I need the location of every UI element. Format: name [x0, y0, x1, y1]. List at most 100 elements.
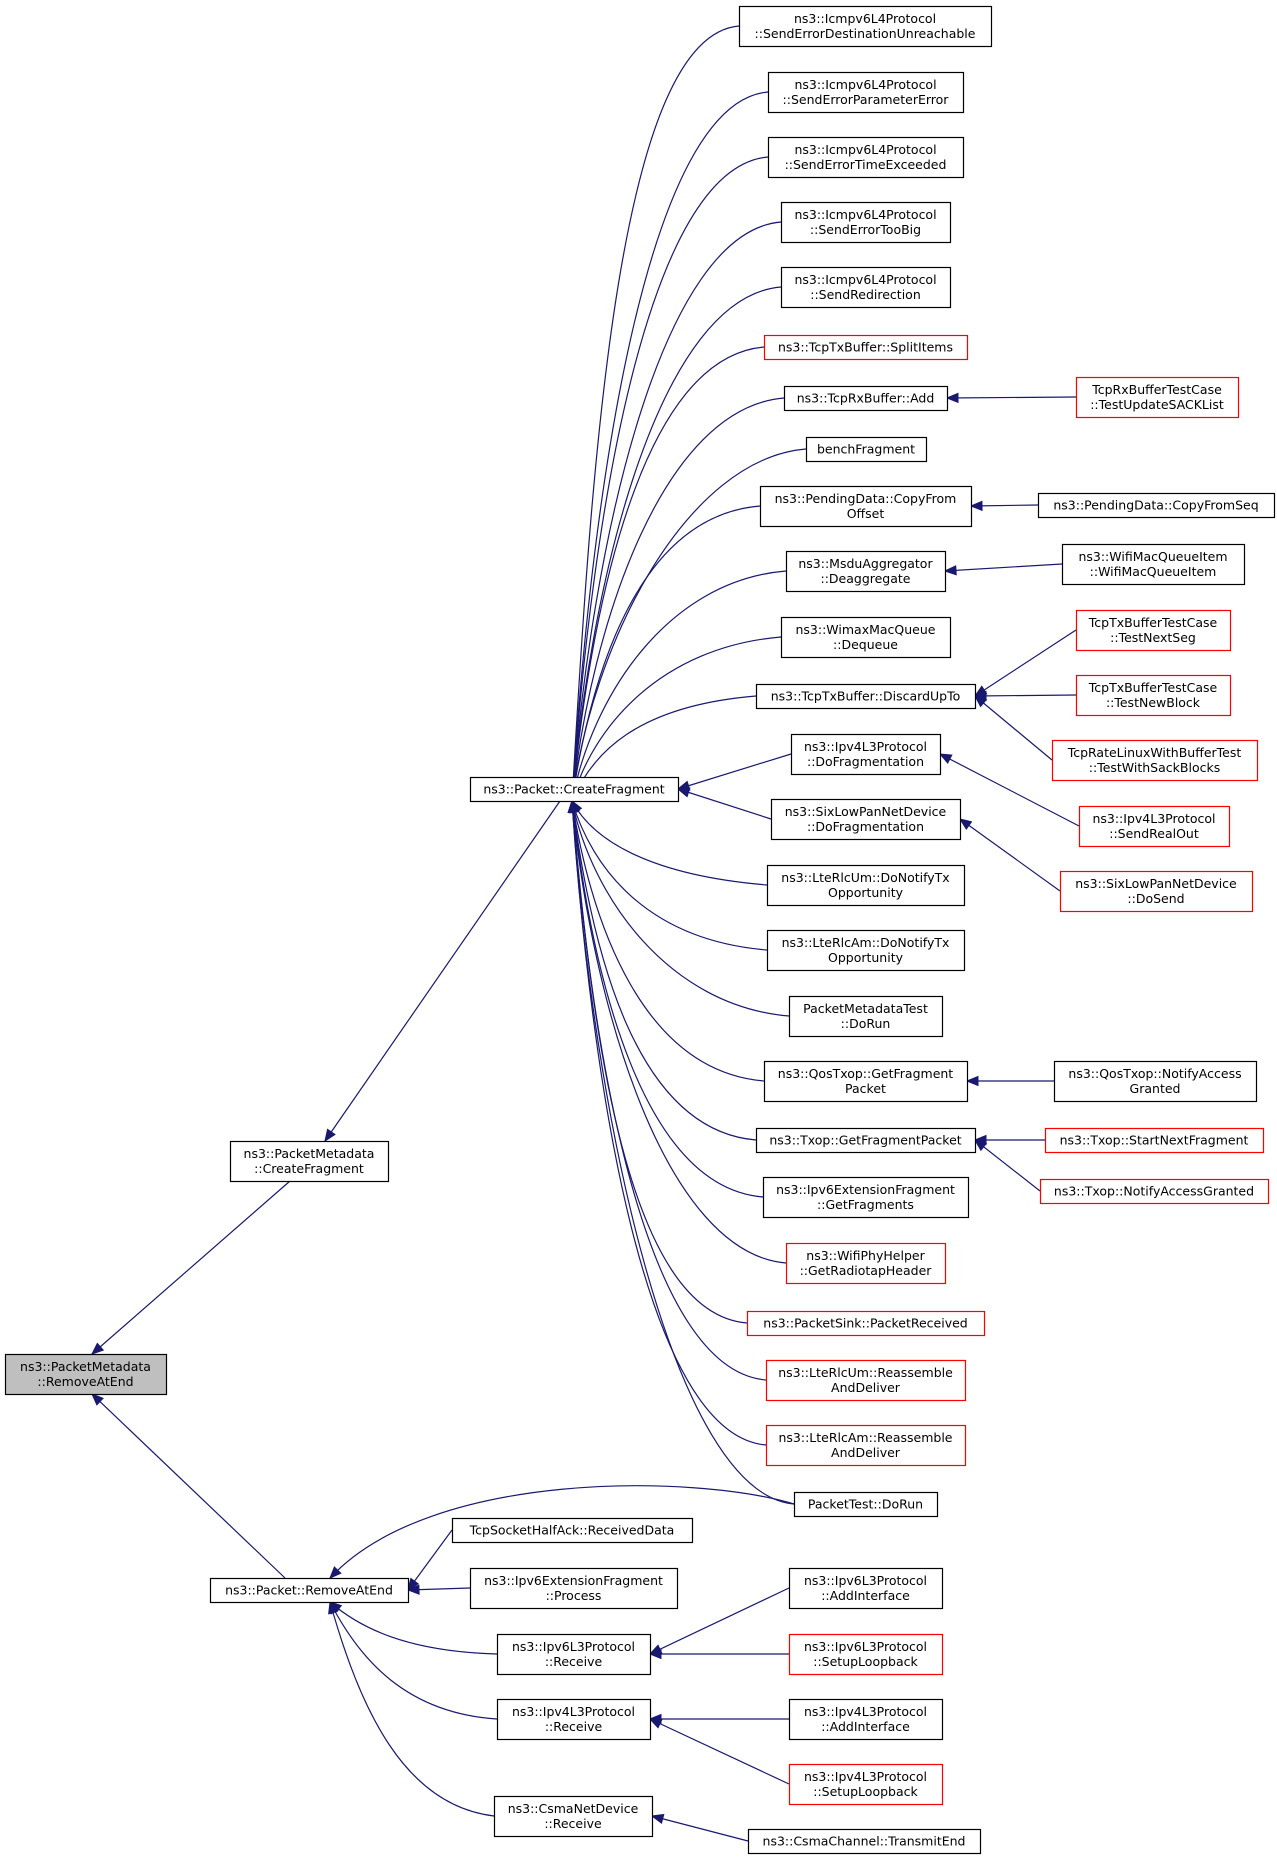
node-label: TcpTxBufferTestCase [1088, 615, 1218, 630]
node-r2[interactable]: ns3::Ipv6ExtensionFragment::Process [469, 1567, 679, 1610]
node-label: TcpSocketHalfAck::ReceivedData [469, 1523, 675, 1538]
node-box [765, 1424, 967, 1467]
node-c5[interactable]: ns3::TcpTxBuffer::SplitItems [763, 334, 969, 361]
node-f-sack[interactable]: TcpRxBufferTestCase::TestUpdateSACKList [1075, 376, 1240, 419]
node-c3[interactable]: ns3::Icmpv6L4Protocol::SendErrorTooBig [780, 201, 952, 244]
node-label: ns3::LteRlcUm::DoNotifyTx [781, 870, 949, 885]
node-box [765, 1359, 967, 1402]
node-label: ns3::LteRlcAm::Reassemble [778, 1430, 952, 1445]
node-label: PacketTest::DoRun [808, 1497, 923, 1512]
node-box [1075, 674, 1232, 717]
node-f-tns[interactable]: TcpTxBufferTestCase::TestNextSeg [1075, 609, 1232, 652]
node-f-qna[interactable]: ns3::QosTxop::NotifyAccessGranted [1053, 1060, 1258, 1103]
node-f-ai6[interactable]: ns3::Ipv6L3Protocol::AddInterface [788, 1567, 944, 1610]
node-c2[interactable]: ns3::Icmpv6L4Protocol::SendErrorTimeExce… [767, 136, 965, 179]
node-c19[interactable]: ns3::Ipv6ExtensionFragment::GetFragments [762, 1176, 970, 1219]
node-c1[interactable]: ns3::Icmpv6L4Protocol::SendErrorParamete… [767, 71, 965, 114]
edge-r5-to-pk-rae [328, 1600, 495, 1817]
node-box [788, 1633, 944, 1676]
node-c12[interactable]: ns3::Ipv4L3Protocol::DoFragmentation [790, 733, 942, 776]
node-c11[interactable]: ns3::TcpTxBuffer::DiscardUpTo [755, 683, 977, 710]
node-f-ai4[interactable]: ns3::Ipv4L3Protocol::AddInterface [788, 1698, 944, 1741]
edge-arrowhead [91, 1393, 104, 1406]
node-box [1061, 543, 1246, 586]
node-f-tnb[interactable]: TcpTxBufferTestCase::TestNewBlock [1075, 674, 1232, 717]
node-f-sl6[interactable]: ns3::Ipv6L3Protocol::SetupLoopback [788, 1633, 944, 1676]
node-box [788, 1567, 944, 1610]
node-label: ::CreateFragment [254, 1161, 364, 1176]
node-f-rl[interactable]: TcpRateLinuxWithBufferTest::TestWithSack… [1051, 739, 1259, 782]
node-c20[interactable]: ns3::WifiPhyHelper::GetRadiotapHeader [785, 1242, 947, 1285]
node-box [767, 136, 965, 179]
node-label: ns3::LteRlcUm::Reassemble [778, 1365, 953, 1380]
node-c21[interactable]: ns3::PacketSink::PacketReceived [746, 1310, 986, 1337]
node-f-wmqi[interactable]: ns3::WifiMacQueueItem::WifiMacQueueItem [1061, 543, 1246, 586]
node-f-dos[interactable]: ns3::SixLowPanNetDevice::DoSend [1059, 870, 1254, 913]
edge-arrowhead [938, 753, 953, 764]
node-c16[interactable]: PacketMetadataTest::DoRun [788, 995, 944, 1038]
edge-layer [91, 25, 1080, 1842]
node-label: ::SendErrorParameterError [783, 92, 950, 107]
node-label: ns3::SixLowPanNetDevice [1075, 876, 1237, 891]
edge-line [571, 800, 790, 1017]
node-r1[interactable]: TcpSocketHalfAck::ReceivedData [451, 1517, 694, 1544]
node-label: ::Process [546, 1588, 602, 1603]
node-label: Opportunity [828, 950, 904, 965]
node-label: ::Receive [545, 1719, 603, 1734]
node-ptest[interactable]: PacketTest::DoRun [793, 1491, 939, 1518]
node-box [496, 1698, 652, 1741]
node-label: ns3::QosTxop::NotifyAccess [1068, 1066, 1241, 1081]
node-c18[interactable]: ns3::Txop::GetFragmentPacket [755, 1127, 977, 1154]
node-f-te[interactable]: ns3::CsmaChannel::TransmitEnd [747, 1828, 982, 1855]
node-label: ::SetupLoopback [813, 1784, 918, 1799]
node-c13[interactable]: ns3::SixLowPanNetDevice::DoFragmentation [770, 798, 962, 841]
edge-line [974, 629, 1077, 697]
edge-arrowhead [406, 1584, 420, 1595]
node-c0[interactable]: ns3::Icmpv6L4Protocol::SendErrorDestinat… [738, 5, 993, 48]
node-f-sl4[interactable]: ns3::Ipv4L3Protocol::SetupLoopback [788, 1763, 944, 1806]
node-c17[interactable]: ns3::QosTxop::GetFragmentPacket [763, 1060, 969, 1103]
node-label: ::SendErrorTooBig [810, 222, 921, 237]
node-c10[interactable]: ns3::WimaxMacQueue::Dequeue [780, 616, 952, 659]
node-r5[interactable]: ns3::CsmaNetDevice::Receive [493, 1795, 654, 1838]
edge-line [651, 1815, 749, 1842]
node-f-cfs[interactable]: ns3::PendingData::CopyFromSeq [1037, 492, 1276, 519]
node-label: ns3::WifiPhyHelper [806, 1248, 925, 1263]
node-pk-cf[interactable]: ns3::Packet::CreateFragment [469, 776, 680, 803]
node-pm-cf[interactable]: ns3::PacketMetadata::CreateFragment [229, 1140, 390, 1183]
node-f-sro[interactable]: ns3::Ipv4L3Protocol::SendRealOut [1078, 805, 1231, 848]
node-box [759, 485, 973, 528]
edge-c15-to-pk-cf [570, 799, 768, 951]
node-label: ns3::Icmpv6L4Protocol [794, 272, 936, 287]
node-box [451, 1517, 694, 1544]
node-box [755, 1127, 977, 1154]
node-label: ns3::Ipv4L3Protocol [1092, 811, 1215, 826]
edge-f-cfs-to-c8 [969, 500, 1039, 512]
node-f-snf[interactable]: ns3::Txop::StartNextFragment [1044, 1127, 1265, 1154]
node-c4[interactable]: ns3::Icmpv6L4Protocol::SendRedirection [780, 266, 952, 309]
node-box [1044, 1127, 1265, 1154]
node-r3[interactable]: ns3::Ipv6L3Protocol::Receive [496, 1633, 652, 1676]
node-box [780, 616, 952, 659]
node-box [4, 1353, 168, 1396]
edge-ptest-to-pk-cf [567, 799, 795, 1505]
node-pk-rae[interactable]: ns3::Packet::RemoveAtEnd [209, 1577, 410, 1604]
node-r4[interactable]: ns3::Ipv4L3Protocol::Receive [496, 1698, 652, 1741]
node-root[interactable]: ns3::PacketMetadata::RemoveAtEnd [4, 1353, 168, 1396]
edge-line [939, 753, 1080, 827]
edge-line [571, 800, 757, 1141]
edge-line [974, 1139, 1041, 1192]
edge-pm-cf-to-root [91, 1180, 291, 1355]
edge-arrowhead [973, 695, 988, 708]
edge-line [571, 800, 768, 886]
node-c6[interactable]: ns3::TcpRxBuffer::Add [783, 385, 949, 412]
node-f-tna[interactable]: ns3::Txop::NotifyAccessGranted [1039, 1178, 1270, 1205]
node-label: ns3::PacketMetadata [20, 1359, 151, 1374]
node-c9[interactable]: ns3::MsduAggregator::Deaggregate [785, 550, 947, 593]
node-c7[interactable]: benchFragment [805, 436, 928, 463]
